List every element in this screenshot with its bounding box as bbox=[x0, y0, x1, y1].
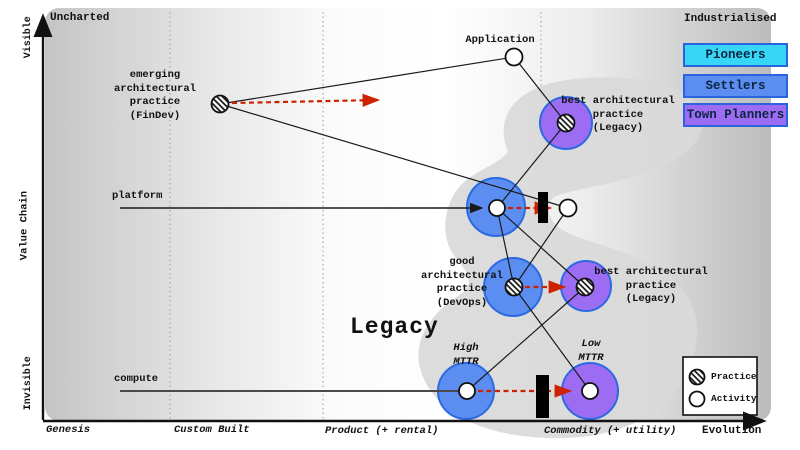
legacy-region-label: Legacy bbox=[350, 314, 439, 340]
stage-product: Product (+ rental) bbox=[325, 425, 439, 437]
link-application-emerging bbox=[219, 56, 515, 105]
legacy-region-blob bbox=[418, 77, 703, 439]
activity-node-evolved-platform bbox=[558, 198, 578, 218]
evolution-label: Evolution bbox=[702, 425, 762, 437]
activity-node-high-mttr bbox=[458, 382, 476, 400]
legend-town-planners-label: Town Planners bbox=[686, 108, 785, 122]
link-devops-low-mttr bbox=[513, 286, 591, 392]
inertia-bar-platform bbox=[538, 192, 548, 223]
legend-settlers: Settlers bbox=[683, 74, 788, 98]
legend-pioneers: Pioneers bbox=[683, 43, 788, 67]
compute-label: compute bbox=[114, 373, 159, 385]
legend-settlers-label: Settlers bbox=[705, 79, 766, 93]
application-label: Application bbox=[465, 34, 535, 46]
movement-arrow-emerging bbox=[231, 93, 381, 107]
dependency-links bbox=[219, 56, 591, 392]
best-practice-mid-label: best architectural practice (Legacy) bbox=[594, 266, 708, 306]
practice-symbol-label: Practice bbox=[711, 371, 757, 382]
invisible-label: Invisible bbox=[22, 356, 34, 411]
legend-town-planners: Town Planners bbox=[683, 103, 788, 127]
link-emerging-evolved-platform bbox=[219, 103, 569, 209]
legend-pioneers-label: Pioneers bbox=[705, 48, 766, 62]
best-practice-top-label: best architectural practice (Legacy) bbox=[561, 95, 675, 135]
practice-node-best-mid bbox=[575, 277, 595, 297]
link-best-mid-high-mttr bbox=[466, 286, 586, 392]
good-practice-label: good architectural practice (DevOps) bbox=[421, 256, 503, 309]
link-evolved-platform-devops bbox=[513, 207, 569, 288]
uncharted-label: Uncharted bbox=[50, 12, 110, 24]
practice-node-devops bbox=[504, 277, 524, 297]
high-mttr-label: High MTTR bbox=[453, 342, 479, 368]
stage-commodity: Commodity (+ utility) bbox=[544, 425, 677, 437]
low-mttr-label: Low MTTR bbox=[578, 338, 604, 364]
activity-node-low-mttr bbox=[581, 382, 599, 400]
emerging-practice-label: emerging architectural practice (FinDev) bbox=[114, 69, 196, 122]
visible-label: Visible bbox=[22, 16, 34, 59]
inertia-bar-compute bbox=[536, 375, 549, 418]
link-best-top-platform bbox=[496, 122, 567, 209]
activity-node-platform bbox=[488, 199, 506, 217]
practice-symbol-icon bbox=[688, 368, 706, 386]
platform-label: platform bbox=[112, 190, 163, 202]
industrialised-label: Industrialised bbox=[684, 13, 777, 25]
activity-symbol-label: Activity bbox=[711, 393, 757, 404]
activity-symbol-icon bbox=[688, 390, 706, 408]
practice-node-emerging bbox=[210, 94, 230, 114]
activity-node-application bbox=[504, 47, 524, 67]
link-application-best-top bbox=[513, 56, 567, 124]
symbol-legend-box bbox=[682, 356, 758, 416]
stage-custom-built: Custom Built bbox=[174, 424, 250, 436]
value-chain-label: Value Chain bbox=[18, 190, 31, 261]
link-platform-devops bbox=[496, 207, 515, 288]
stage-genesis: Genesis bbox=[46, 424, 91, 436]
practice-node-best-top bbox=[556, 113, 576, 133]
